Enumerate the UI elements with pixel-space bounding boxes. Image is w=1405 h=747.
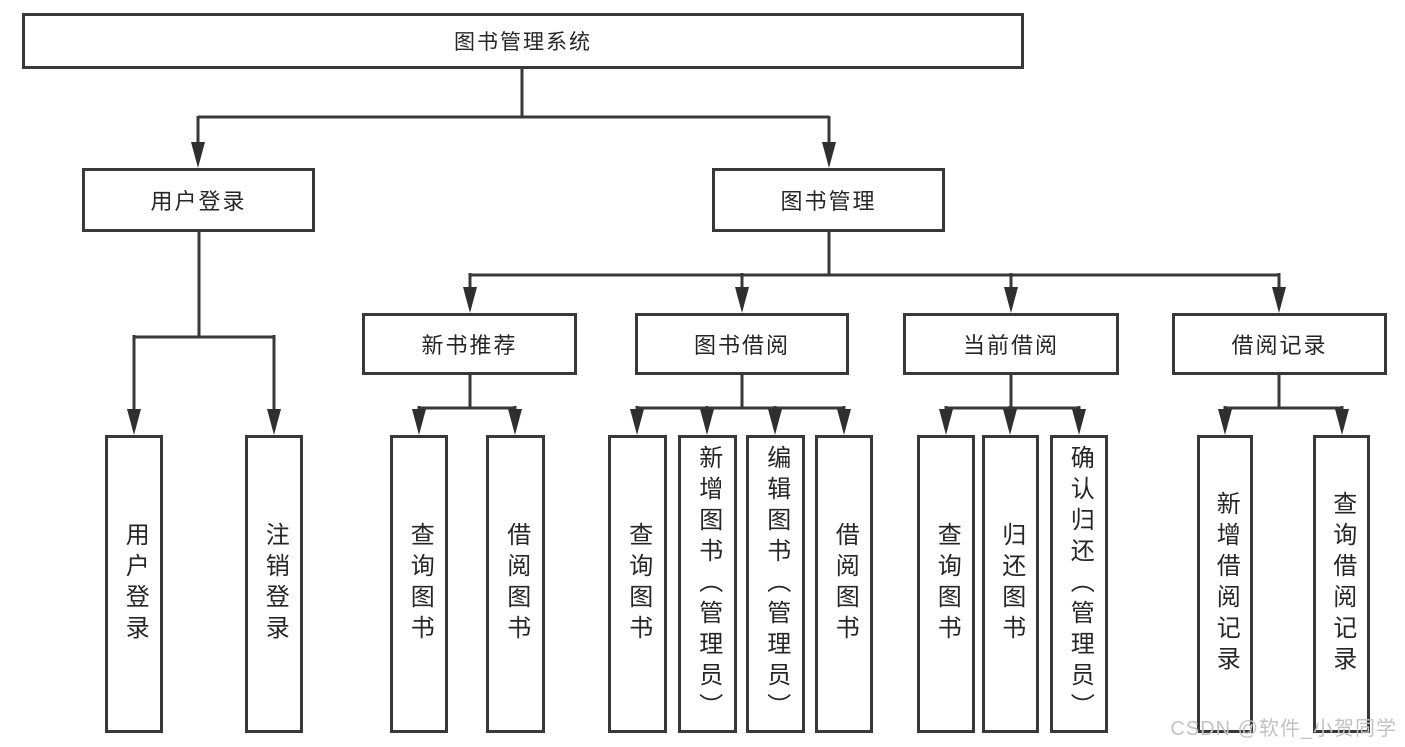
leaf-current-return-books: 归还图书 <box>982 435 1039 733</box>
node-book-borrow: 图书借阅 <box>635 313 849 375</box>
node-label: 借阅记录 <box>1231 333 1328 358</box>
leaf-label: 确认归还（管理员） <box>1066 444 1094 724</box>
node-borrow-records: 借阅记录 <box>1172 313 1387 375</box>
node-label: 用户登录 <box>150 189 247 214</box>
node-user-login: 用户登录 <box>82 168 315 232</box>
leaf-records-add-borrow-record: 新增借阅记录 <box>1197 435 1253 733</box>
leaf-label: 编辑图书（管理员） <box>762 444 790 724</box>
leaf-label: 用户登录 <box>121 522 149 646</box>
leaf-logout: 注销登录 <box>245 435 303 733</box>
node-book-management: 图书管理 <box>712 168 945 232</box>
leaf-label: 查询借阅记录 <box>1328 491 1356 677</box>
leaf-label: 新增借阅记录 <box>1212 491 1240 677</box>
node-library-management-system: 图书管理系统 <box>22 13 1024 69</box>
csdn-watermark: CSDN @软件_小贺同学 <box>1170 718 1397 740</box>
node-label: 新书推荐 <box>421 333 518 358</box>
leaf-label: 借阅图书 <box>502 522 530 646</box>
node-label: 图书借阅 <box>693 333 790 358</box>
leaf-newbook-query-books: 查询图书 <box>390 435 448 733</box>
leaf-records-query-borrow-record: 查询借阅记录 <box>1313 435 1370 733</box>
leaf-borrow-add-books-admin: 新增图书（管理员） <box>678 435 737 733</box>
leaf-label: 查询图书 <box>406 522 434 646</box>
node-label: 图书管理系统 <box>454 31 592 54</box>
leaf-borrow-query-books: 查询图书 <box>608 435 667 733</box>
leaf-user-login: 用户登录 <box>105 435 163 733</box>
leaf-current-query-books: 查询图书 <box>917 435 975 733</box>
node-label: 当前借阅 <box>962 333 1059 358</box>
leaf-label: 查询图书 <box>624 522 652 646</box>
leaf-current-confirm-return-admin: 确认归还（管理员） <box>1050 435 1108 733</box>
leaf-borrow-edit-books-admin: 编辑图书（管理员） <box>746 435 805 733</box>
leaf-label: 借阅图书 <box>831 522 859 646</box>
leaf-borrow-borrow-books: 借阅图书 <box>815 435 873 733</box>
node-new-book-recommend: 新书推荐 <box>362 313 577 375</box>
leaf-label: 注销登录 <box>261 522 289 646</box>
leaf-newbook-borrow-books: 借阅图书 <box>486 435 545 733</box>
leaf-label: 查询图书 <box>933 522 961 646</box>
leaf-label: 归还图书 <box>997 522 1025 646</box>
node-current-borrow: 当前借阅 <box>903 313 1119 375</box>
node-label: 图书管理 <box>780 189 877 214</box>
leaf-label: 新增图书（管理员） <box>694 444 722 724</box>
